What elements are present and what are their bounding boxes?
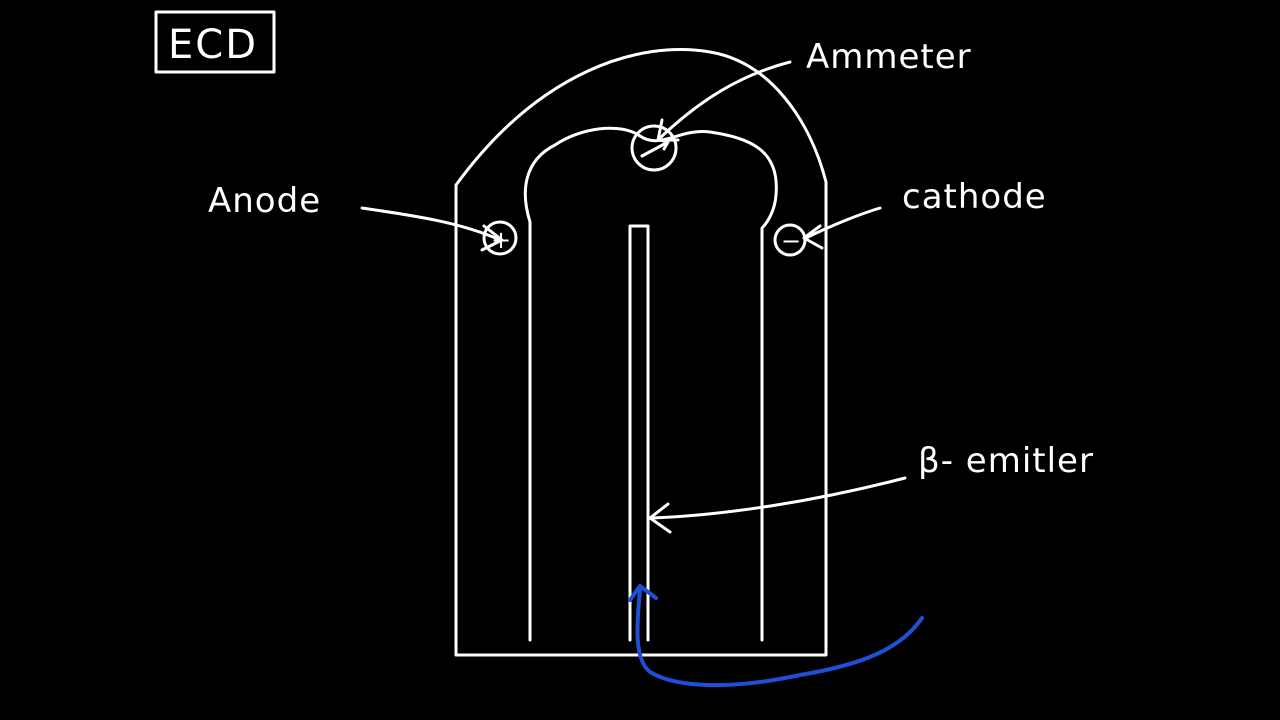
beta-emitter-pointer-arrow: [648, 476, 907, 534]
ammeter-needle: [640, 138, 670, 158]
title-frame: [154, 10, 276, 74]
ammeter-pointer-line: [658, 60, 792, 140]
title-label: ECD: [168, 22, 258, 68]
cathode-label: cathode: [902, 177, 1047, 217]
gas-flow-arrow: [628, 584, 924, 688]
anode-pointer-arrow: [360, 206, 504, 252]
anode-pointer-head: [480, 224, 504, 252]
beta-emitter-pointer-head: [648, 502, 672, 534]
cathode-sign: −: [781, 227, 802, 255]
inner-chamber: [523, 126, 778, 642]
beta-emitter-label: β- emitler: [918, 441, 1094, 481]
title-box: ECD: [154, 10, 276, 74]
ammeter-symbol: [630, 124, 678, 172]
cathode-pointer-arrow: [802, 206, 882, 250]
beta-emitter-pointer-line: [650, 476, 907, 520]
cathode-pointer-line: [804, 206, 882, 240]
cathode-terminal: −: [773, 223, 807, 257]
beta-emitter-rod: [628, 224, 650, 642]
ammeter-circle: [630, 124, 678, 172]
gas-flow-head: [628, 584, 658, 602]
anode-circle: [482, 220, 518, 256]
anode-label: Anode: [208, 181, 321, 221]
outer-body: [454, 48, 828, 657]
ammeter-pointer-head: [656, 118, 680, 142]
anode-pointer-line: [360, 206, 502, 242]
gas-flow-line: [635, 588, 924, 688]
cathode-pointer-head: [802, 224, 824, 250]
ammeter-label: Ammeter: [806, 37, 972, 77]
ammeter-pointer-arrow: [656, 60, 792, 142]
